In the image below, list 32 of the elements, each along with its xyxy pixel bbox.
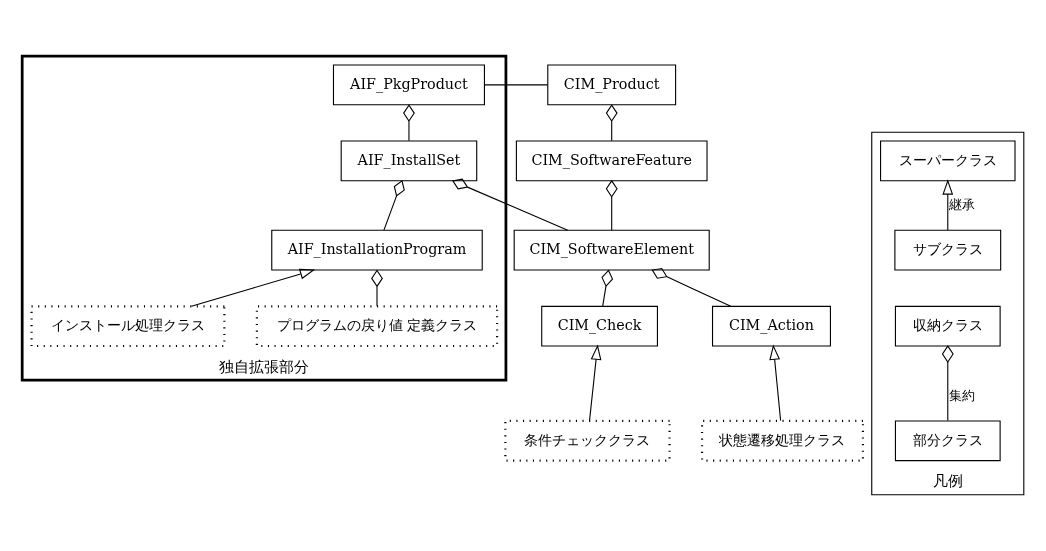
connector bbox=[605, 179, 618, 231]
arrow bbox=[588, 344, 602, 422]
node-box: インストール処理クラス bbox=[30, 305, 226, 348]
node-box: CIM_SoftwareElement bbox=[513, 229, 710, 271]
node-box: CIM_SoftwareFeature bbox=[515, 140, 708, 182]
connector bbox=[371, 269, 383, 307]
node-box: AIF_InstallationProgram bbox=[271, 229, 483, 271]
arrow bbox=[769, 344, 782, 422]
connector bbox=[601, 269, 614, 307]
connector bbox=[941, 345, 954, 422]
node-box: CIM_Product bbox=[547, 64, 677, 106]
arrow bbox=[190, 268, 316, 307]
connector bbox=[451, 178, 569, 231]
node-box: プログラムの戻り値 定義クラス bbox=[255, 305, 499, 348]
node-box: 部分クラス bbox=[894, 420, 1001, 462]
edge-label: 継承 bbox=[948, 196, 975, 212]
connector bbox=[403, 104, 415, 142]
node-box: AIF_PkgProduct bbox=[332, 64, 485, 106]
connector bbox=[383, 179, 405, 231]
node-box: 条件チェッククラス bbox=[504, 419, 671, 462]
node-box: サブクラス bbox=[894, 229, 1002, 271]
connector bbox=[605, 104, 618, 142]
arrow bbox=[942, 179, 954, 231]
edge-label: 集約 bbox=[948, 387, 975, 403]
connector bbox=[651, 267, 732, 307]
node-box: CIM_Action bbox=[712, 305, 831, 347]
node-box: CIM_Check bbox=[541, 305, 658, 347]
node-box: スーパークラス bbox=[880, 140, 1016, 182]
node-box: 状態遷移処理クラス bbox=[700, 419, 865, 462]
node-box: AIF_InstallSet bbox=[340, 140, 478, 182]
connector bbox=[484, 84, 549, 86]
node-box: 収納クラス bbox=[894, 305, 1001, 347]
